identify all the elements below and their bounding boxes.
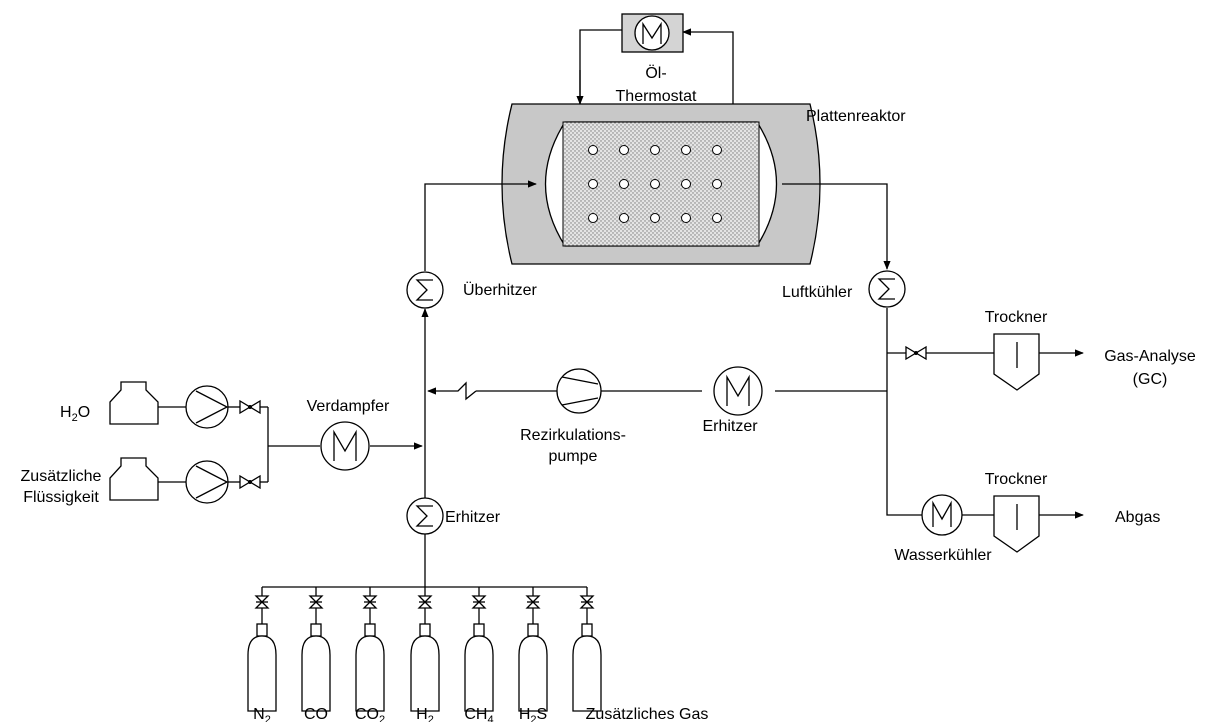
dryer-exhaust: Trockner Abgas (985, 471, 1160, 553)
h2o-tank-icon (109, 381, 159, 425)
gas-label: CO2 (355, 706, 385, 722)
gas-cylinder-neck-icon (364, 623, 376, 637)
gas-cylinder-neck-icon (527, 623, 539, 637)
gas-cylinder-neck-icon (419, 623, 431, 637)
gas-label: H2S (519, 706, 547, 722)
water-cooler-m-glyph-icon (932, 500, 952, 527)
gas-label: Zusätzliches Gas (586, 706, 709, 722)
lower-heater-label: Erhitzer (445, 509, 501, 526)
gas-cylinder-4: CH4 (464, 587, 494, 722)
recirc-pump-label-1: Rezirkulations- (520, 427, 626, 444)
extra-liquid-tank-icon (109, 457, 159, 501)
reactor-catalyst-bed (562, 121, 760, 247)
gas-cylinder-body-icon (247, 635, 277, 712)
thermostat-m-glyph-icon (642, 21, 662, 44)
extra-liquid-label-2: Flüssigkeit (23, 489, 99, 506)
gas-cylinder-body-icon (464, 635, 494, 712)
recirc-compressor-glyph-icon (561, 376, 599, 406)
gas-cylinder-5: H2S (518, 587, 548, 722)
cooler-outlet-line (886, 308, 922, 516)
gas-cylinder-1: CO (301, 587, 331, 722)
extra-liquid-pump-icon (185, 460, 229, 504)
gas-cylinder-body-icon (572, 635, 602, 712)
gas-cylinder-6: Zusätzliches Gas (572, 587, 709, 722)
recirc-pump-icon (556, 368, 602, 414)
recirc-heater-icon (713, 366, 763, 416)
air-cooler-label: Luftkühler (782, 284, 853, 301)
superheater-icon (406, 271, 444, 309)
gas-label: CO (304, 706, 328, 722)
h2o-label: H2O (60, 404, 90, 424)
superheater-label: Überhitzer (463, 281, 537, 299)
air-cooler-icon (868, 270, 906, 308)
gas-label: CH4 (464, 706, 493, 722)
extra-liquid-feed: Zusätzliche Flüssigkeit (21, 457, 261, 506)
superheater-sigma-icon (415, 279, 433, 301)
recirculation-pump: Rezirkulations- pumpe (520, 368, 626, 465)
water-cooler-label: Wasserkühler (894, 547, 992, 564)
recirc-pump-label-2: pumpe (549, 448, 598, 465)
evaporator-label: Verdampfer (307, 398, 390, 415)
reactor-outlet-line (782, 183, 891, 270)
reactor-inlet-line (424, 180, 537, 271)
gas-cylinder-body-icon (355, 635, 385, 712)
dryer-gc: Trockner Gas-Analyse (GC) (985, 309, 1196, 391)
gas-cylinder-neck-icon (310, 623, 322, 637)
gas-label: H2 (416, 706, 434, 722)
extra-liquid-pump-glyph-icon (195, 465, 229, 499)
lower-heater: Erhitzer (406, 497, 501, 535)
h2o-valve-center-icon (248, 405, 252, 409)
recirc-heater: Erhitzer (702, 366, 763, 435)
h2o-pump-icon (185, 385, 229, 429)
dryer-exhaust-label: Trockner (985, 471, 1048, 488)
h2o-pump-glyph-icon (195, 390, 229, 424)
extra-liquid-label-1: Zusätzliche (21, 468, 102, 485)
lower-heater-sigma-icon (415, 505, 433, 527)
check-valve-icon (448, 381, 477, 401)
gas-cylinder-2: CO2 (355, 587, 385, 722)
lower-heater-icon (406, 497, 444, 535)
water-cooler-icon (921, 494, 963, 536)
gas-cylinder-neck-icon (581, 623, 593, 637)
gc-valve-center-icon (914, 351, 918, 355)
gas-cylinder-body-icon (301, 635, 331, 712)
thermostat-supply-line (682, 28, 734, 104)
gc-valve (905, 345, 927, 361)
evaporator: Verdampfer (307, 398, 390, 471)
plate-reactor: Plattenreaktor (501, 103, 906, 265)
air-cooler-sigma-icon (877, 278, 895, 300)
extra-liquid-valve-center-icon (248, 480, 252, 484)
h2o-feed: H2O (60, 381, 261, 429)
gas-cylinder-body-icon (518, 635, 548, 712)
gas-cylinder-neck-icon (473, 623, 485, 637)
exhaust-label: Abgas (1115, 509, 1160, 526)
evaporator-icon (320, 421, 370, 471)
recirc-heater-m-glyph-icon (726, 374, 750, 406)
air-cooler: Luftkühler (782, 270, 906, 308)
oil-thermostat: Öl- Thermostat (576, 13, 734, 105)
plate-reactor-label: Plattenreaktor (806, 108, 906, 125)
evaporator-m-glyph-icon (333, 429, 357, 461)
dryer-gc-label: Trockner (985, 309, 1048, 326)
gas-cylinder-0: N2 (247, 587, 277, 722)
gas-cylinder-neck-icon (256, 623, 268, 637)
recirc-heater-label: Erhitzer (702, 418, 758, 435)
oil-thermostat-label-2: Thermostat (616, 88, 697, 105)
superheater: Überhitzer (406, 271, 537, 309)
oil-thermostat-label-1: Öl- (645, 64, 666, 82)
gas-analysis-label-2: (GC) (1133, 371, 1168, 388)
gas-analysis-label-1: Gas-Analyse (1104, 348, 1196, 365)
water-cooler: Wasserkühler (894, 494, 992, 564)
thermostat-heat-exchanger-icon (634, 15, 670, 51)
reactor-cooling-channels (588, 145, 722, 223)
gas-cylinder-body-icon (410, 635, 440, 712)
gas-label: N2 (253, 706, 271, 722)
gas-cylinder-3: H2 (410, 587, 440, 722)
gas-cylinder-bank: N2 CO CO2 H2 CH4 H2S Zusätzliches Gas (247, 587, 709, 722)
